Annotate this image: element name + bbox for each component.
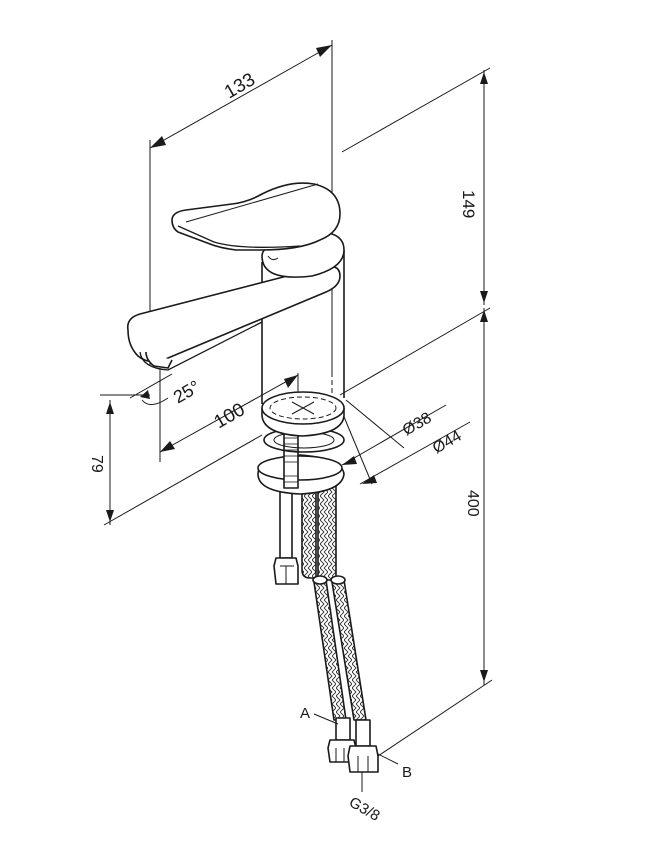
dimension-hose-length: 400 — [339, 307, 493, 761]
dimension-label-100: 100 — [211, 399, 249, 433]
dimension-diameters: Ø38 Ø44 — [341, 399, 471, 485]
dimension-label-diameter-44: Ø44 — [430, 427, 465, 457]
dimension-height: 149 — [341, 67, 491, 305]
faucet-body — [126, 180, 345, 404]
flexible-hoses — [273, 467, 367, 721]
label-hose-a: A — [300, 705, 310, 722]
label-hose-b: B — [402, 764, 412, 781]
dimension-label-79: 79 — [88, 455, 105, 473]
dimension-label-149: 149 — [459, 190, 478, 218]
mounting-hardware — [257, 391, 345, 495]
label-thread-size: G3/8 — [346, 794, 383, 825]
dimension-clearance: 79 — [88, 394, 263, 526]
dimension-label-400: 400 — [464, 490, 481, 517]
hose-connectors — [327, 717, 379, 773]
dimension-label-25-degrees: 25° — [170, 376, 204, 407]
dimension-label-133: 133 — [221, 69, 259, 103]
